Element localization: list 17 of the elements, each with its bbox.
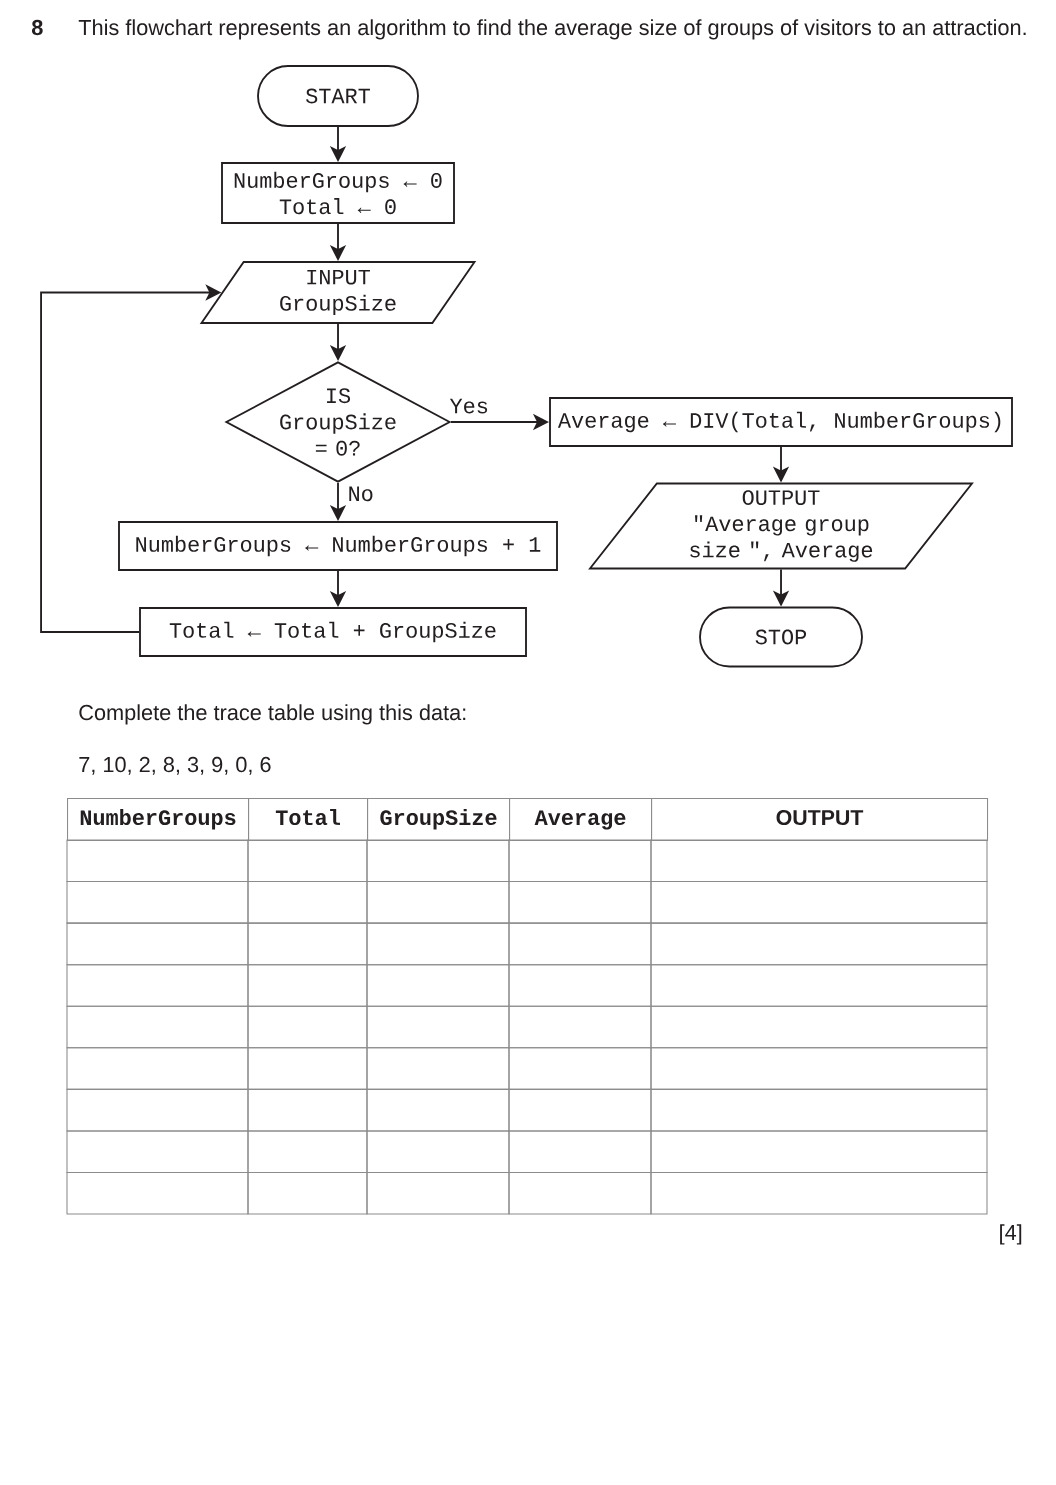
process-box: Total ← Total + GroupSize — [139, 607, 527, 657]
instruction-text: Complete the trace table using this data: — [79, 704, 466, 725]
edge-label: No — [346, 485, 376, 503]
terminator: STOP — [699, 606, 863, 668]
terminator: START — [257, 65, 419, 127]
question-text: This flowchart represents an algorithm to find the average size of groups of visitors to an attraction. — [78, 19, 1026, 40]
question-number: 8 — [31, 19, 43, 36]
data-list: 7, 10, 2, 8, 3, 9, 0, 6 — [79, 756, 271, 775]
header-cell: NumberGroups — [67, 798, 250, 842]
header-cell: OUTPUT — [651, 798, 989, 842]
process-box: Average ← DIV(Total, NumberGroups) — [549, 397, 1013, 447]
process-box: NumberGroups ← 0 Total ← 0 — [221, 162, 455, 224]
header-cell: Average — [509, 798, 653, 842]
mark-allocation: [4] — [1000, 1224, 1022, 1245]
header-cell: GroupSize — [367, 798, 511, 842]
header-cell: Total — [248, 798, 369, 842]
process-box: NumberGroups ← NumberGroups + 1 — [118, 521, 558, 571]
